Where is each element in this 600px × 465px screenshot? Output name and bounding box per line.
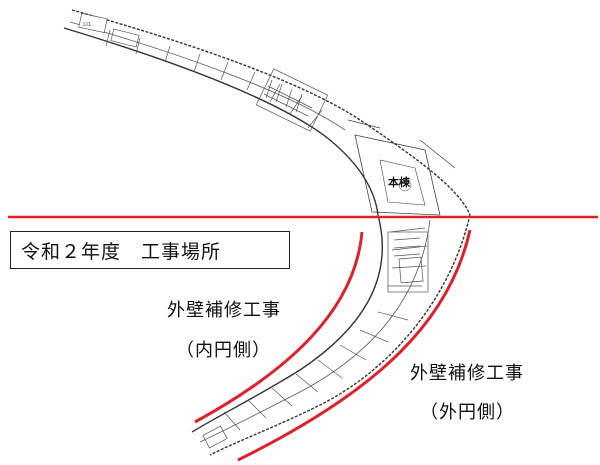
upper-wing-rooms — [78, 13, 329, 132]
room-tag: ﾛｽ1 — [83, 22, 91, 28]
outer-work-marker — [237, 229, 472, 462]
inner-work-sublabel: （内円側） — [176, 340, 271, 361]
inner-work-marker — [194, 231, 364, 424]
project-title: 令和２年度 工事場所 — [10, 231, 290, 269]
outer-work-label: 外壁補修工事 — [410, 363, 524, 384]
lower-wing-rooms — [202, 227, 429, 449]
upper-wing-corridor — [69, 21, 346, 131]
outer-work-sublabel: （外円側） — [420, 402, 515, 423]
inner-work-label: 外壁補修工事 — [167, 300, 281, 321]
main-hall — [347, 119, 456, 216]
building-label: 本棟 — [388, 175, 411, 189]
lower-wing-corridor — [199, 219, 431, 443]
lower-wing-outer-wall — [209, 214, 471, 456]
upper-wing-inner-wall — [63, 27, 379, 216]
upper-wing-outer-wall — [71, 9, 471, 216]
